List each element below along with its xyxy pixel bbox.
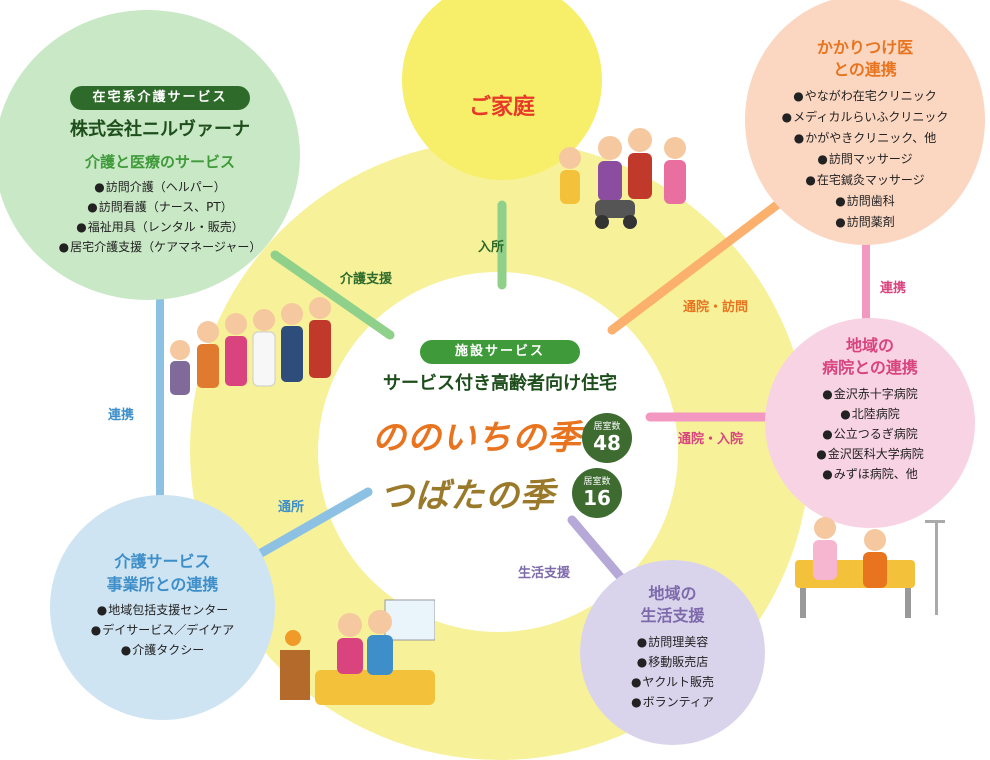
label-life-support: 生活支援: [518, 566, 571, 581]
list-item: 訪問薬剤: [745, 212, 985, 233]
care-offices-title-1: 介護サービス: [114, 552, 211, 571]
list-item: 訪問介護（ヘルパー）: [20, 177, 300, 197]
list-item: 福祉用具（レンタル・販売）: [20, 217, 300, 237]
facility-badge-1: 居室数 48: [582, 413, 632, 463]
family-doctor-list: やながわ在宅クリニック メディカルらいふクリニック かがやきクリニック、他 訪問…: [745, 86, 985, 233]
label-visit-hospital: 通院・入院: [678, 432, 744, 447]
list-item: ヤクルト販売: [580, 672, 765, 692]
hospitals-title-2: 病院との連携: [822, 358, 918, 377]
life-support-title-1: 地域の: [648, 584, 697, 603]
list-item: 訪問マッサージ: [745, 149, 985, 170]
nurse-illustration: [795, 517, 945, 618]
list-item: 訪問理美容: [580, 632, 765, 652]
list-item: かがやきクリニック、他: [745, 128, 985, 149]
living-room-illustration: [280, 599, 435, 705]
facility-badge-2: 居室数 16: [572, 468, 622, 518]
caregivers-illustration: [170, 297, 331, 395]
center-pill: 施設サービス: [420, 340, 580, 364]
home-care-subtitle: 介護と医療のサービス: [84, 153, 235, 171]
label-day-service: 通所: [278, 500, 305, 515]
list-item: 訪問看護（ナース、PT）: [20, 197, 300, 217]
facility-name-1: ののいちの季: [372, 418, 582, 458]
family-illustration: [559, 128, 686, 229]
family-doctor-title-1: かかりつけ医: [816, 38, 914, 57]
list-item: 北陸病院: [765, 404, 975, 424]
list-item: メディカルらいふクリニック: [745, 107, 985, 128]
list-item: 金沢医科大学病院: [765, 444, 975, 464]
list-item: 金沢赤十字病院: [765, 384, 975, 404]
room-count: 48: [593, 431, 621, 455]
life-support-list: 訪問理美容 移動販売店 ヤクルト販売 ボランティア: [580, 632, 765, 712]
list-item: デイサービス／デイケア: [50, 620, 275, 640]
list-item: 訪問歯科: [745, 191, 985, 212]
facility-name-2: つばたの季: [380, 476, 555, 516]
list-item: 介護タクシー: [50, 640, 275, 660]
home-care-list: 訪問介護（ヘルパー） 訪問看護（ナース、PT） 福祉用具（レンタル・販売） 居宅…: [20, 177, 300, 257]
home-care-pill: 在宅系介護サービス: [70, 86, 250, 110]
list-item: 居宅介護支援（ケアマネージャー）: [20, 237, 300, 257]
center-title: サービス付き高齢者向け住宅: [383, 373, 617, 394]
list-item: やながわ在宅クリニック: [745, 86, 985, 107]
care-offices-title-2: 事業所との連携: [106, 575, 219, 594]
badge-label: 居室数: [593, 422, 621, 432]
care-offices-list: 地域包括支援センター デイサービス／デイケア 介護タクシー: [50, 600, 275, 660]
label-cooperation-left: 連携: [108, 408, 135, 423]
room-count: 16: [583, 486, 611, 510]
line-home-care: [270, 250, 395, 340]
label-nursing-support: 介護支援: [340, 272, 393, 287]
list-item: 地域包括支援センター: [50, 600, 275, 620]
label-admission: 入所: [478, 240, 505, 255]
badge-label: 居室数: [583, 477, 611, 487]
label-visit-clinic: 通院・訪問: [683, 300, 749, 315]
list-item: ボランティア: [580, 692, 765, 712]
home-title: ご家庭: [468, 95, 535, 120]
list-item: 在宅鍼灸マッサージ: [745, 170, 985, 191]
label-cooperation-right: 連携: [880, 281, 907, 296]
home-care-company: 株式会社ニルヴァーナ: [70, 119, 250, 140]
hospitals-list: 金沢赤十字病院 北陸病院 公立つるぎ病院 金沢医科大学病院 みずほ病院、他: [765, 384, 975, 484]
hospitals-title-1: 地域の: [845, 336, 894, 355]
life-support-title-2: 生活支援: [640, 606, 705, 625]
list-item: みずほ病院、他: [765, 464, 975, 484]
list-item: 移動販売店: [580, 652, 765, 672]
family-doctor-title-2: との連携: [833, 60, 897, 79]
list-item: 公立つるぎ病院: [765, 424, 975, 444]
